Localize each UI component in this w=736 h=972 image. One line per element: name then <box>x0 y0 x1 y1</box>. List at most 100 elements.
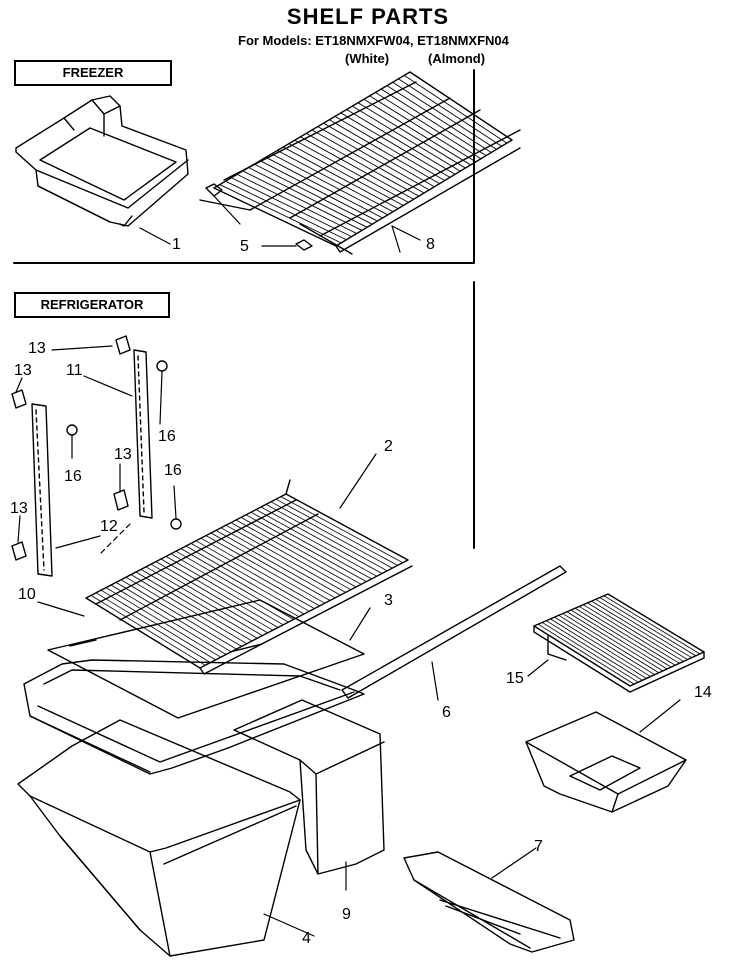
wire-strand <box>275 498 399 566</box>
callout-13-bottom: 13 <box>10 500 28 517</box>
wire-strand <box>562 613 660 674</box>
callout-8: 8 <box>426 236 435 253</box>
wire-strand <box>280 496 404 564</box>
wire-strand <box>582 604 680 664</box>
callout-3: 3 <box>384 592 393 609</box>
callout-13-left: 13 <box>14 362 32 379</box>
section-dividers <box>13 69 475 549</box>
wire-strand <box>165 556 284 626</box>
control-cover-part-7 <box>403 851 575 953</box>
refrigerator-wire-shelf-part-2 <box>85 479 413 675</box>
wire-strand <box>566 611 664 672</box>
callout-7: 7 <box>534 838 543 855</box>
wire-strand <box>351 105 461 172</box>
wire-strand <box>236 173 358 234</box>
wire-strand <box>110 584 227 655</box>
shelf-support-part-5 <box>205 183 313 251</box>
wire-strand <box>175 550 295 620</box>
wire-strand <box>130 574 248 645</box>
wire-strand <box>180 548 300 618</box>
callout-10: 10 <box>18 586 36 603</box>
wire-strand <box>195 540 315 609</box>
wire-strand <box>276 150 394 213</box>
wire-strand <box>220 527 341 596</box>
wire-strand <box>305 132 420 197</box>
freezer-wire-shelf-part-8 <box>199 71 521 255</box>
shelf-ladder-rail-part-12 <box>11 389 53 577</box>
wire-strand <box>240 517 362 585</box>
wire-strand <box>403 74 508 144</box>
wire-strand <box>230 177 352 238</box>
wire-strand <box>558 614 656 676</box>
wire-strand <box>574 607 672 668</box>
callout-15: 15 <box>506 670 524 687</box>
wire-strand <box>386 85 492 153</box>
wire-strand <box>595 598 693 659</box>
wire-strand <box>550 618 647 679</box>
model-numbers: For Models: ET18NMXFW04, ET18NMXFN04 <box>238 33 509 48</box>
wire-strand <box>200 537 321 607</box>
wire-strand <box>317 126 430 191</box>
freezer-section-label: FREEZER <box>14 60 172 86</box>
callout-1: 1 <box>172 236 181 253</box>
wire-strand <box>265 503 388 572</box>
wire-strand <box>587 602 684 662</box>
wire-strand <box>155 561 274 631</box>
wire-strand <box>288 143 404 206</box>
wire-strand <box>328 119 440 185</box>
callout-16-right: 16 <box>158 428 176 445</box>
wire-strand <box>300 136 415 200</box>
trim-strip-part-6 <box>341 565 567 699</box>
wire-strand <box>541 622 639 683</box>
wire-strand <box>271 153 389 216</box>
shelf-ladder-rail-part-11 <box>113 335 153 519</box>
freezer-bin-part-1 <box>15 95 189 227</box>
wire-strand <box>265 156 384 219</box>
wire-strand <box>603 595 701 655</box>
wire-strand <box>210 532 331 601</box>
wire-strand <box>294 139 409 203</box>
wire-strand <box>95 592 211 663</box>
wire-strand <box>150 563 269 634</box>
wire-strand <box>120 579 237 650</box>
refrigerator-section-label: REFRIGERATOR <box>14 292 170 318</box>
screw-part-16 <box>66 360 182 530</box>
wire-strand <box>170 553 289 623</box>
wire-strand <box>245 514 367 582</box>
wire-strand <box>140 569 258 639</box>
glass-shelf-part-3 <box>47 599 365 719</box>
wire-strand <box>554 616 651 677</box>
wire-strand <box>346 109 456 175</box>
page-title: SHELF PARTS <box>286 4 450 29</box>
wire-strand <box>125 576 243 647</box>
wire-strand <box>253 163 373 225</box>
wire-strand <box>578 606 676 666</box>
wire-strand <box>323 122 435 188</box>
callout-9: 9 <box>342 906 351 923</box>
wire-strand <box>205 535 326 604</box>
wire-strand <box>270 501 393 569</box>
callout-11: 11 <box>66 362 83 379</box>
wire-strand <box>340 112 451 178</box>
wire-strand <box>225 180 347 241</box>
wire-strand <box>248 167 368 228</box>
wire-strand <box>282 146 399 210</box>
callout-5: 5 <box>240 238 249 255</box>
callout-6: 6 <box>442 704 451 721</box>
wire-strand <box>311 129 425 194</box>
callout-4: 4 <box>302 930 311 947</box>
wire-strand <box>255 509 378 577</box>
crisper-cover-part-10 <box>23 659 365 775</box>
wire-strand <box>260 506 383 574</box>
wire-strand <box>537 623 635 685</box>
wire-strand <box>545 620 643 681</box>
wire-strand <box>145 566 263 636</box>
wire-strand <box>115 582 232 653</box>
wire-strand <box>363 98 472 166</box>
wire-strand <box>380 88 487 157</box>
wire-strand <box>242 170 363 231</box>
wire-strand <box>357 102 466 169</box>
wire-strand <box>591 600 688 660</box>
callout-leaders <box>15 195 681 937</box>
